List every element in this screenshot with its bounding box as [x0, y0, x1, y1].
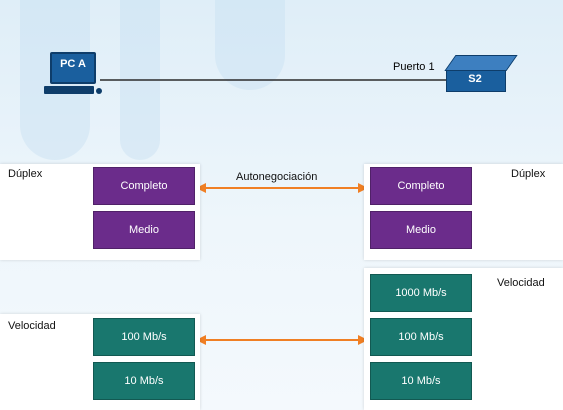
speed-right-1000: 1000 Mb/s — [370, 274, 472, 312]
duplex-right-complete: Completo — [370, 167, 472, 205]
duplex-arrow — [196, 183, 368, 193]
duplex-left-title: Dúplex — [8, 168, 43, 180]
port-label: Puerto 1 — [393, 61, 435, 73]
speed-arrow — [196, 335, 368, 345]
speed-right-10: 10 Mb/s — [370, 362, 472, 400]
speed-right-title: Velocidad — [497, 277, 545, 289]
mouse-icon — [96, 88, 102, 94]
speed-right-100: 100 Mb/s — [370, 318, 472, 356]
monitor-icon — [50, 52, 96, 84]
duplex-left-complete: Completo — [93, 167, 195, 205]
pc-label: PC A — [60, 58, 86, 70]
keyboard-icon — [44, 86, 94, 94]
background-stripe — [215, 0, 285, 90]
duplex-right-title: Dúplex — [511, 168, 546, 180]
negotiation-label: Autonegociación — [236, 171, 318, 183]
switch-label: S2 — [468, 73, 482, 85]
speed-left-100: 100 Mb/s — [93, 318, 195, 356]
speed-left-10: 10 Mb/s — [93, 362, 195, 400]
switch-body — [446, 70, 506, 92]
switch-icon — [444, 55, 518, 71]
duplex-left-half: Medio — [93, 211, 195, 249]
speed-left-title: Velocidad — [8, 320, 56, 332]
switch-device: S2 — [444, 55, 518, 95]
pc-device: PC A — [44, 52, 104, 102]
duplex-right-half: Medio — [370, 211, 472, 249]
